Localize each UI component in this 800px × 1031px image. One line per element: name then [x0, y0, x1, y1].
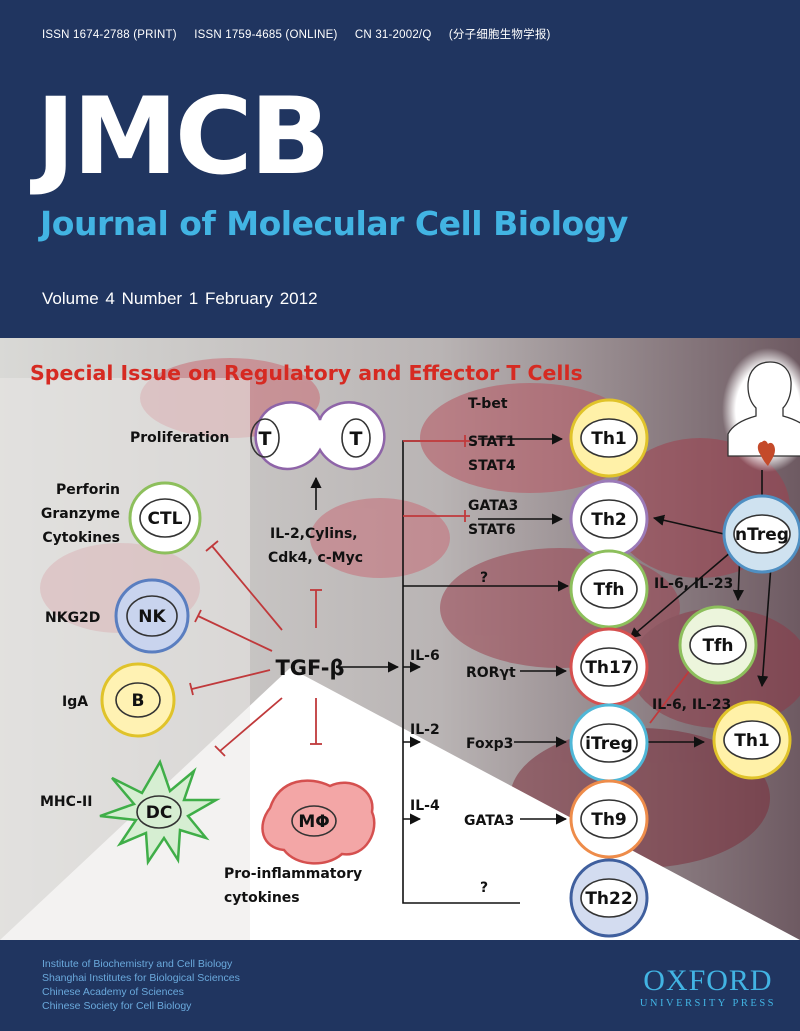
question-bottom-label: ? — [480, 880, 488, 896]
institution-line-3: Chinese Academy of Sciences — [42, 986, 184, 998]
cn-number: CN 31-2002/Q — [354, 29, 432, 41]
cdk4-label: Cdk4, c-Myc — [268, 550, 363, 566]
th22-cell — [569, 858, 649, 938]
volume-line: Volume 4 Number 1 February 2012 — [42, 289, 318, 308]
il2-cyclins-label: IL-2,Cylins, — [270, 526, 358, 542]
il4-label: IL-4 — [410, 798, 440, 814]
stat6-label: STAT6 — [468, 522, 516, 538]
issn-line: ISSN 1674-2788 (PRINT) ISSN 1759-4685 (O… — [42, 26, 565, 42]
b-label: B — [132, 691, 145, 711]
th1-label: Th1 — [591, 429, 627, 449]
dc-cell — [99, 759, 221, 866]
proinflammatory-cytokines-label: cytokines — [224, 890, 300, 906]
institutions-list: Institute of Biochemistry and Cell Biolo… — [42, 957, 240, 1013]
foxp3-label: Foxp3 — [466, 736, 513, 752]
nk-label: NK — [138, 607, 166, 627]
th1-right-cell — [712, 700, 792, 780]
nk-cell — [114, 578, 190, 654]
publisher-logo: OXFORD UNIVERSITY PRESS — [639, 964, 776, 1010]
macrophage-cell — [261, 779, 376, 865]
th22-label: Th22 — [585, 889, 632, 909]
th17-cell — [569, 627, 649, 707]
ntreg-cell — [722, 494, 800, 574]
chinese-title: (分子细胞生物学报) — [448, 29, 551, 41]
ctl-cell — [128, 481, 202, 555]
tgf-beta-label: TGF-β — [275, 656, 344, 680]
itreg-cell — [569, 703, 649, 783]
il2-label: IL-2 — [410, 722, 440, 738]
publisher-name: OXFORD — [643, 964, 773, 997]
stat1-label: STAT1 — [468, 434, 516, 450]
il6-il23-top-label: IL-6, IL-23 — [654, 576, 733, 592]
th2-cell — [569, 479, 649, 559]
journal-logo: JMCB — [36, 75, 331, 198]
ntreg-label: nTreg — [735, 525, 789, 545]
iga-label: IgA — [62, 694, 88, 710]
th1-right-label: Th1 — [734, 731, 770, 751]
left-fade — [0, 378, 250, 940]
il6-il23-bottom-label: IL-6, IL-23 — [652, 697, 731, 713]
t-cell-left-label: T — [259, 428, 272, 450]
th2-label: Th2 — [591, 510, 627, 530]
b-cell — [100, 662, 176, 738]
proinflammatory-label: Pro-inflammatory — [224, 866, 362, 882]
tfh-right-cell — [678, 605, 758, 685]
ctl-label: CTL — [148, 509, 183, 529]
granzyme-label: Granzyme — [41, 506, 120, 522]
tfh-right-label: Tfh — [702, 636, 733, 656]
issn-online: ISSN 1759-4685 (ONLINE) — [194, 29, 338, 41]
proliferation-label: Proliferation — [130, 430, 229, 446]
issn-print: ISSN 1674-2788 (PRINT) — [42, 29, 177, 41]
institution-line-1: Institute of Biochemistry and Cell Biolo… — [42, 958, 233, 970]
cover-illustration: Special Issue on Regulatory and Effector… — [0, 338, 800, 940]
th1-cell — [569, 398, 649, 478]
mhc-label: MHC-II — [40, 794, 92, 810]
t-cell-right-label: T — [350, 428, 363, 450]
tbet-label: T-bet — [468, 396, 508, 412]
th17-label: Th17 — [585, 658, 632, 678]
question-top-label: ? — [480, 570, 488, 586]
institution-line-4: Chinese Society for Cell Biology — [42, 1000, 192, 1012]
perforin-label: Perforin — [56, 482, 120, 498]
th9-cell — [569, 779, 649, 859]
banner-title: Special Issue on Regulatory and Effector… — [30, 361, 583, 385]
gata3-top-label: GATA3 — [468, 498, 518, 514]
il6-label: IL-6 — [410, 648, 440, 664]
journal-name: Journal of Molecular Cell Biology — [40, 204, 628, 243]
tfh-cell — [569, 549, 649, 629]
nkg2d-label: NKG2D — [45, 610, 100, 626]
cytokines-label: Cytokines — [42, 530, 120, 546]
dividing-t-cells — [250, 401, 386, 471]
person-icon — [722, 348, 800, 472]
stat4-label: STAT4 — [468, 458, 516, 474]
rorgt-label: RORγt — [466, 665, 516, 681]
itreg-label: iTreg — [585, 734, 633, 754]
th9-label: Th9 — [591, 810, 627, 830]
publisher-subtitle: UNIVERSITY PRESS — [639, 998, 776, 1009]
dc-label: DC — [146, 803, 173, 823]
tfh-label: Tfh — [593, 580, 624, 600]
gata3-bottom-label: GATA3 — [464, 813, 514, 829]
macrophage-label: MΦ — [298, 812, 329, 832]
institution-line-2: Shanghai Institutes for Biological Scien… — [42, 972, 240, 984]
